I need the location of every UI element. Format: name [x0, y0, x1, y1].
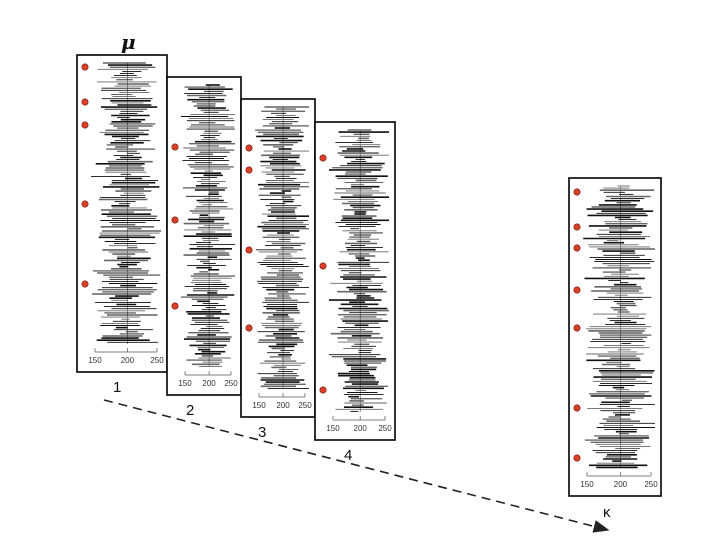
panel-4: 150 200 250 — [314, 121, 396, 441]
panels-layer: 150 200 250 150 200 250 150 200 250 150 200 250 150 2… — [76, 54, 662, 497]
marker-dot — [319, 262, 327, 270]
axis-tick-label: 250 — [150, 356, 164, 365]
axis-tick-label: 150 — [326, 424, 340, 433]
panel-frame — [314, 121, 396, 441]
axis-tick-label: 150 — [580, 480, 594, 489]
marker-dot — [81, 121, 89, 129]
axis-tick-label: 150 — [88, 356, 102, 365]
marker-dot — [245, 166, 253, 174]
panel-label-2: 2 — [186, 402, 195, 419]
marker-dot — [81, 63, 89, 71]
axis-tick-label: 150 — [178, 379, 192, 388]
panel-label-3: 3 — [258, 424, 267, 441]
panel-label-4: 4 — [344, 447, 353, 464]
marker-dot — [319, 154, 327, 162]
marker-dot — [573, 223, 581, 231]
axis-tick-label: 250 — [378, 424, 392, 433]
axis-tick-label: 200 — [202, 379, 216, 388]
axis-tick-label: 250 — [224, 379, 238, 388]
marker-dot — [245, 324, 253, 332]
marker-dot — [81, 200, 89, 208]
panel-5: 150 200 250 — [568, 177, 662, 497]
panel-1: 150 200 250 — [76, 54, 168, 373]
axis-tick-label: 150 — [252, 401, 266, 410]
axis-tick-label: 250 — [298, 401, 312, 410]
axis-tick-label: 200 — [354, 424, 368, 433]
mu-symbol: μ — [121, 30, 136, 54]
progression-arrow — [103, 399, 610, 533]
axis-tick-label: 200 — [121, 356, 135, 365]
marker-dot — [81, 280, 89, 288]
marker-dot — [245, 144, 253, 152]
panel-label-1: 1 — [113, 379, 122, 396]
marker-dot — [245, 246, 253, 254]
marker-dot — [573, 454, 581, 462]
marker-dot — [81, 98, 89, 106]
marker-dot — [319, 386, 327, 394]
marker-dot — [573, 188, 581, 196]
axis-tick-label: 200 — [614, 480, 628, 489]
marker-dot — [573, 286, 581, 294]
marker-dot — [171, 216, 179, 224]
marker-dot — [171, 302, 179, 310]
panel-label-kappa: κ — [603, 504, 611, 521]
marker-dot — [171, 143, 179, 151]
marker-dot — [573, 324, 581, 332]
marker-dot — [573, 404, 581, 412]
panel-2: 150 200 250 — [166, 76, 242, 396]
axis-tick-label: 200 — [276, 401, 290, 410]
marker-dot — [573, 244, 581, 252]
panel-3: 150 200 250 — [240, 98, 316, 418]
axis-tick-label: 250 — [644, 480, 658, 489]
